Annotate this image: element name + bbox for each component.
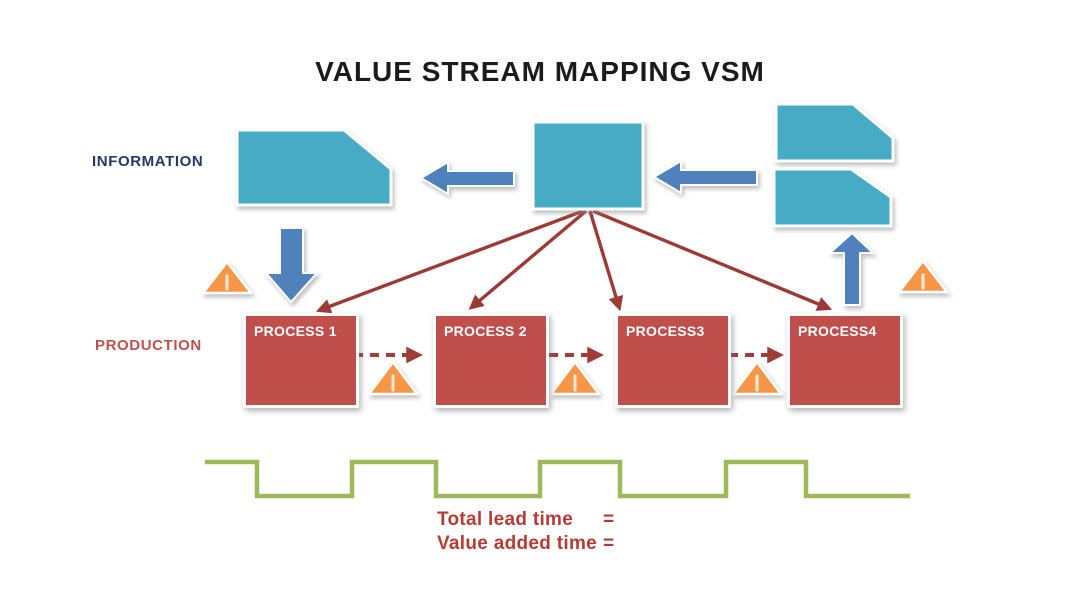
process-box-2: PROCESS 2	[433, 313, 549, 408]
blue-arrow-up-icon	[827, 231, 876, 306]
blue-arrow-left-icon	[652, 159, 758, 195]
process-label: PROCESS 2	[444, 323, 527, 339]
value-added-time-label: Value added time	[437, 533, 598, 554]
information-shapes	[235, 102, 895, 228]
production-label: PRODUCTION	[95, 337, 202, 354]
process-box-1: PROCESS 1	[243, 313, 359, 408]
blue-arrows	[263, 159, 876, 306]
warning-triangles	[200, 258, 950, 396]
fan-arrow-to-process2	[468, 209, 588, 310]
blue-arrow-left-icon	[419, 160, 515, 196]
process-label: PROCESS3	[626, 323, 705, 339]
information-label: INFORMATION	[92, 153, 204, 170]
process-box-3: PROCESS3	[615, 313, 731, 408]
total-lead-time-equals: =	[603, 509, 615, 530]
total-lead-time-label: Total lead time	[437, 509, 574, 530]
information-shape-bottom-right	[772, 167, 893, 228]
fan-arrow-to-process4	[592, 209, 833, 311]
information-fan-arrows	[315, 209, 833, 314]
fan-arrow-to-process1	[315, 209, 584, 314]
process-label: PROCESS4	[798, 323, 877, 339]
process-box-4: PROCESS4	[787, 313, 903, 408]
lead-time-timeline	[205, 459, 910, 499]
fan-arrow-to-process3	[588, 210, 624, 312]
blue-arrow-down-icon	[263, 227, 320, 304]
information-shape-left	[235, 128, 393, 207]
value-added-time-equals: =	[603, 533, 615, 554]
process-label: PROCESS 1	[254, 323, 337, 339]
page-title: VALUE STREAM MAPPING VSM	[315, 56, 765, 87]
warning-exclamation-marks	[225, 273, 925, 392]
information-shape-top-right	[774, 102, 895, 163]
information-shape-center	[531, 120, 645, 211]
